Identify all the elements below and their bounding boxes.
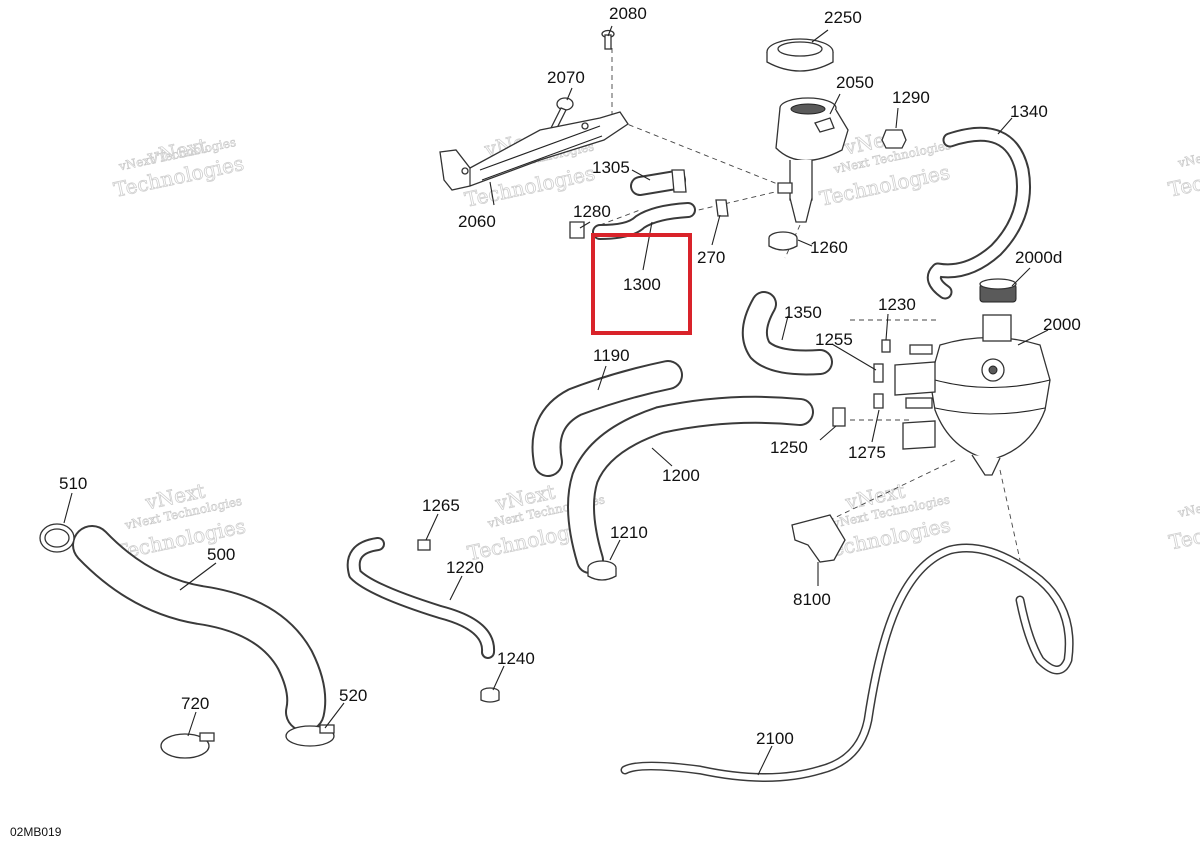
drawing-code: 02MB019	[10, 825, 62, 839]
part-1220-hose	[346, 537, 495, 659]
label-1220[interactable]: 1220	[446, 558, 484, 577]
label-510[interactable]: 510	[59, 474, 87, 493]
part-1210-clamp	[587, 560, 617, 581]
leader-lines	[63, 25, 1049, 776]
part-2060-bracket	[439, 111, 629, 191]
label-2250[interactable]: 2250	[824, 8, 862, 27]
part-1240-clamp	[480, 687, 500, 703]
part-1280-clamp	[569, 221, 585, 239]
label-1290[interactable]: 1290	[892, 88, 930, 107]
watermark-top-left: vNext Technologies vNext Technologies	[111, 133, 246, 203]
label-2050[interactable]: 2050	[836, 73, 874, 92]
label-8100[interactable]: 8100	[793, 590, 831, 609]
label-1305[interactable]: 1305	[592, 158, 630, 177]
label-500[interactable]: 500	[207, 545, 235, 564]
label-1210[interactable]: 1210	[610, 523, 648, 542]
label-1280[interactable]: 1280	[573, 202, 611, 221]
label-1300[interactable]: 1300	[623, 275, 661, 294]
part-1260-clamp	[768, 231, 798, 251]
assembly-dashed-lines	[599, 48, 1021, 561]
label-2080[interactable]: 2080	[609, 4, 647, 23]
label-2000[interactable]: 2000	[1043, 315, 1081, 334]
part-1255-clip	[873, 363, 884, 383]
label-1340[interactable]: 1340	[1010, 102, 1048, 121]
part-2000d-cap	[979, 278, 1017, 303]
label-1230[interactable]: 1230	[878, 295, 916, 314]
label-1275[interactable]: 1275	[848, 443, 886, 462]
part-270-clamp	[715, 199, 729, 217]
part-8100-bracket	[791, 514, 846, 563]
part-1200-hose	[567, 395, 814, 574]
label-2060[interactable]: 2060	[458, 212, 496, 231]
label-1260[interactable]: 1260	[810, 238, 848, 257]
small-parts	[39, 199, 1017, 759]
watermark-edge-right-low: vNext Technologies Technologies	[1166, 481, 1200, 555]
part-2050-filler-neck	[775, 97, 849, 223]
label-2000d[interactable]: 2000d	[1015, 248, 1062, 267]
watermark-text: vNext Technologies	[1176, 482, 1200, 521]
part-1290-plug	[881, 129, 907, 149]
part-1250-clip	[832, 407, 846, 427]
part-labels: 2080 2070 2060 2250 2050 1290 1340 1305 …	[59, 4, 1081, 748]
part-2080-bolt	[601, 29, 615, 50]
label-1200[interactable]: 1200	[662, 466, 700, 485]
part-1190-hose	[531, 360, 683, 477]
part-500-hose	[72, 525, 327, 732]
part-1230-clip	[881, 339, 891, 353]
part-510-clamp	[39, 523, 75, 553]
label-2070[interactable]: 2070	[547, 68, 585, 87]
label-1350[interactable]: 1350	[784, 303, 822, 322]
label-1240[interactable]: 1240	[497, 649, 535, 668]
part-1305-hose	[630, 169, 687, 196]
part-1275-clip	[873, 393, 884, 409]
label-1255[interactable]: 1255	[815, 330, 853, 349]
part-1265-clip	[417, 539, 431, 551]
highlight-box-part-1300[interactable]	[591, 233, 692, 335]
label-270[interactable]: 270	[697, 248, 725, 267]
part-2000-reservoir	[894, 314, 1051, 476]
part-2100-hose	[620, 543, 1074, 782]
label-520[interactable]: 520	[339, 686, 367, 705]
part-1300-hose	[592, 202, 696, 240]
label-1250[interactable]: 1250	[770, 438, 808, 457]
part-720-clamp	[160, 732, 215, 759]
label-1190[interactable]: 1190	[593, 346, 630, 365]
watermark-text: vNext Technologies	[1176, 132, 1200, 171]
label-1265[interactable]: 1265	[422, 496, 460, 515]
part-1350-hose	[741, 291, 833, 376]
part-1340-hose	[926, 126, 1032, 300]
watermark-top-right: vNext Technologies vNext Technologies	[817, 123, 952, 211]
hose-drawings	[72, 126, 1074, 782]
part-520-clamp	[285, 724, 335, 747]
part-2250-cap	[766, 38, 834, 72]
watermark-edge-right: vNext Technologies Technologies	[1166, 131, 1200, 202]
label-720[interactable]: 720	[181, 694, 209, 713]
label-2100[interactable]: 2100	[756, 729, 794, 748]
